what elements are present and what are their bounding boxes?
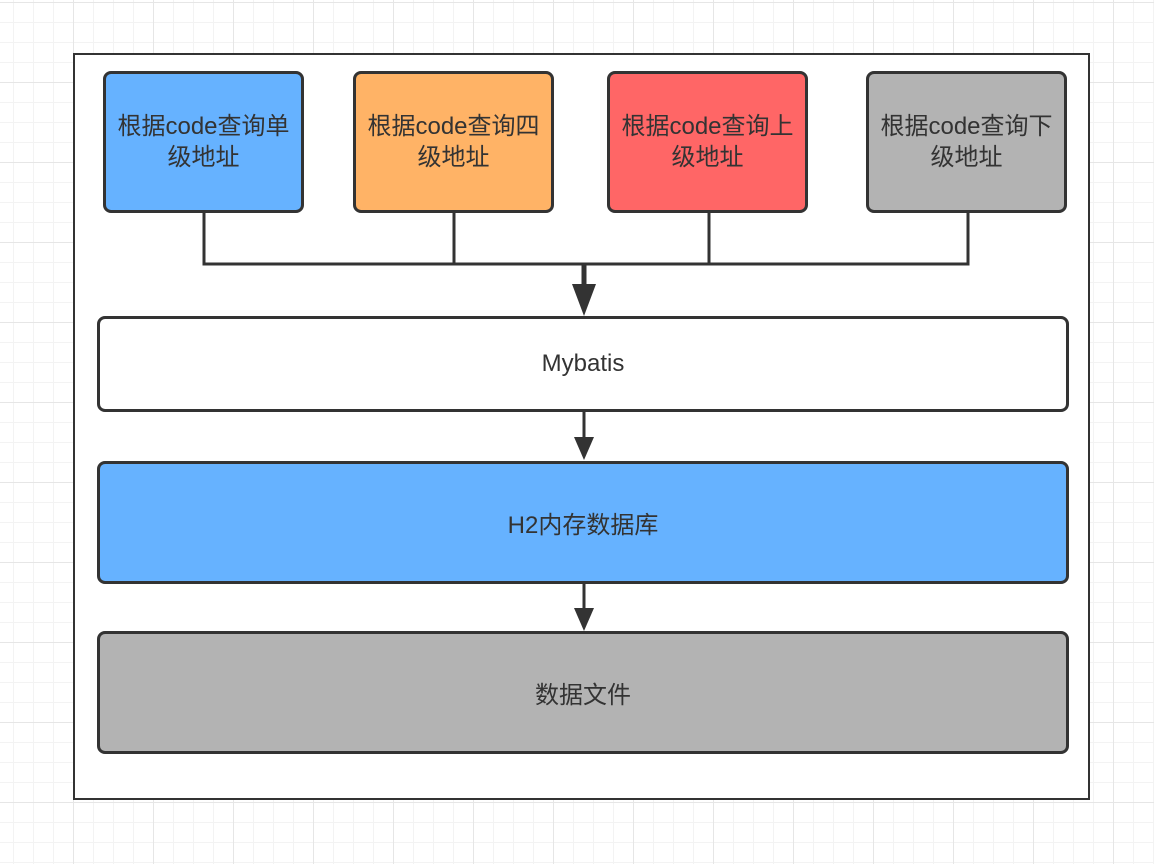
h2-database-layer-label: H2内存数据库 <box>507 512 659 539</box>
query-four-level-address-box: 根据code查询四级地址 <box>353 71 554 213</box>
query-parent-address-label: 根据code查询上级地址 <box>621 113 794 171</box>
query-child-address-label: 根据code查询下级地址 <box>880 113 1053 171</box>
h2-database-layer-box: H2内存数据库 <box>97 461 1069 584</box>
query-four-level-address-label: 根据code查询四级地址 <box>367 113 540 171</box>
mybatis-layer-label: Mybatis <box>541 350 625 377</box>
query-single-address-label: 根据code查询单级地址 <box>117 113 290 171</box>
mybatis-layer-box: Mybatis <box>97 316 1069 412</box>
query-parent-address-box: 根据code查询上级地址 <box>607 71 808 213</box>
query-single-address-box: 根据code查询单级地址 <box>103 71 304 213</box>
query-child-address-box: 根据code查询下级地址 <box>866 71 1067 213</box>
data-files-layer-box: 数据文件 <box>97 631 1069 754</box>
data-files-layer-label: 数据文件 <box>535 682 631 709</box>
